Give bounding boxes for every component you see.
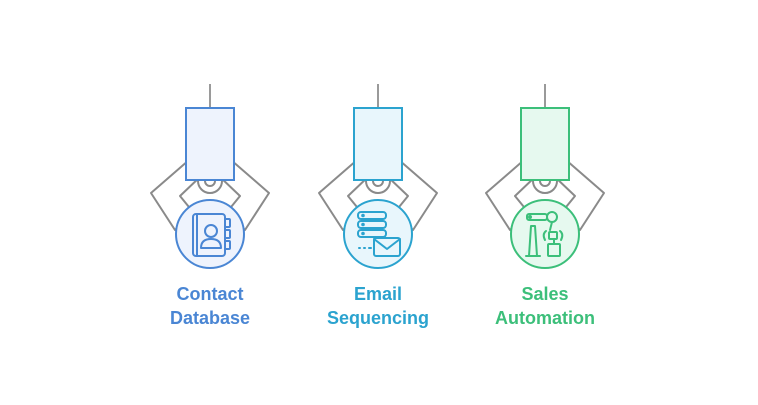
label-email-sequencing: Email Sequencing (303, 282, 453, 330)
label-line-2: Sequencing (326, 308, 429, 328)
label-contact-database: Contact Database (135, 282, 285, 330)
label-line-1: Contact (176, 284, 244, 304)
robot-arm-icon (525, 211, 564, 257)
claw-item-email-sequencing: Email Sequencing (303, 0, 453, 405)
claw-item-contact-database: Contact Database (135, 0, 285, 405)
label-line-2: Database (169, 308, 251, 328)
label-line-1: Sales (521, 284, 569, 304)
label-line-1: Email (353, 284, 403, 304)
address-book-icon (192, 213, 231, 257)
label-line-2: Automation (495, 308, 595, 328)
claw-graphic (150, 84, 270, 269)
label-sales-automation: Sales Automation (470, 282, 620, 330)
claw-item-sales-automation: Sales Automation (470, 0, 620, 405)
server-mail-icon (357, 211, 401, 257)
claw-graphic (318, 84, 438, 269)
claw-graphic (485, 84, 605, 269)
